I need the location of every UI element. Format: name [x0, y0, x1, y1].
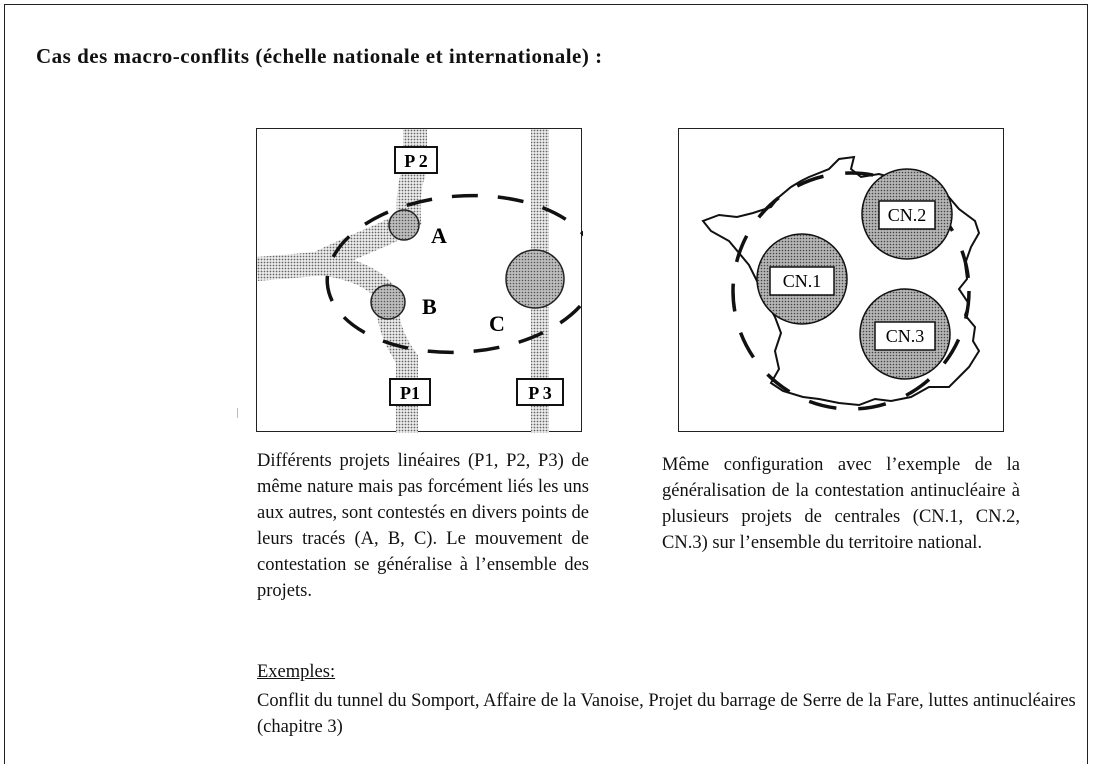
plant-label-cn2: CN.2	[888, 205, 927, 225]
corridor-p2	[257, 129, 427, 281]
svg-text:P 2: P 2	[404, 151, 428, 171]
linear-projects-svg: A B C P 2 P1 P 3	[257, 129, 583, 433]
examples-label: Exemples:	[257, 662, 336, 682]
project-label-p3: P 3	[516, 378, 564, 406]
contestation-envelope	[325, 193, 583, 355]
nuclear-plants-caption: Même configuration avec l’exemple de la …	[662, 455, 1020, 553]
linear-projects-caption: Différents projets linéaires (P1, P2, P3…	[257, 451, 589, 601]
linear-projects-diagram: A B C P 2 P1 P 3	[256, 128, 583, 433]
point-c-circle	[505, 249, 565, 309]
svg-text:P1: P1	[400, 383, 420, 403]
nuclear-plants-svg: CN.2 CN.1 CN.3	[701, 155, 981, 411]
examples-text: Conflit du tunnel du Somport, Affaire de…	[257, 691, 1076, 737]
plant-cn1: CN.1	[756, 233, 848, 325]
point-label-a: A	[431, 223, 447, 248]
point-b-circle	[370, 284, 406, 320]
plant-label-cn3: CN.3	[886, 326, 925, 346]
point-a-circle	[388, 209, 420, 241]
point-label-b: B	[422, 294, 437, 319]
plant-cn3: CN.3	[859, 288, 951, 380]
outer-frame	[4, 4, 1088, 764]
nuclear-plants-diagram: CN.2 CN.1 CN.3	[678, 128, 1004, 432]
margin-tick	[237, 408, 238, 418]
svg-text:P 3: P 3	[528, 383, 552, 403]
project-label-p1: P1	[389, 378, 431, 406]
contestation-envelope-national	[731, 171, 971, 411]
page-heading: Cas des macro-conflits (échelle national…	[36, 44, 603, 68]
plant-label-cn1: CN.1	[783, 271, 822, 291]
project-label-p2: P 2	[394, 146, 438, 174]
plant-cn2: CN.2	[861, 168, 953, 260]
point-label-c: C	[489, 311, 505, 336]
